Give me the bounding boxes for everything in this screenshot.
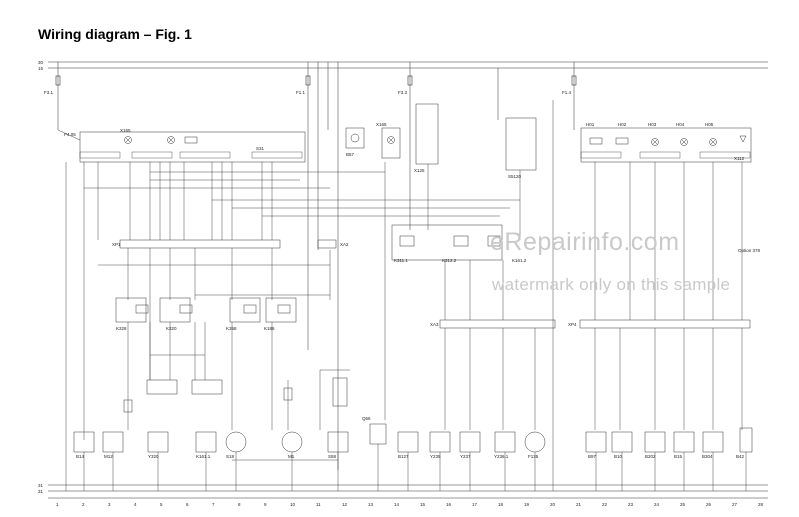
component-label: M1	[288, 454, 295, 459]
component-label: B304	[702, 454, 713, 459]
component-label: X165	[120, 128, 131, 133]
column-number: 7	[212, 502, 215, 507]
component-label: X125	[414, 168, 425, 173]
component-label: B97	[588, 454, 597, 459]
column-number: 2	[82, 502, 85, 507]
watermark-notice: watermark only on this sample	[492, 275, 731, 294]
connector-label: XP4	[568, 322, 577, 327]
component-label: H04	[676, 122, 685, 127]
connector-label: XA3	[430, 322, 439, 327]
column-number: 12	[342, 502, 348, 507]
relay-label: K161.2	[512, 258, 527, 263]
column-number: 25	[680, 502, 686, 507]
component-label: B42	[736, 454, 745, 459]
page-title: Wiring diagram – Fig. 1	[38, 26, 192, 42]
rail-label-31-a: 31	[38, 483, 44, 488]
column-number: 19	[524, 502, 530, 507]
component-label: X165	[376, 122, 387, 127]
rail-label-15: 15	[38, 66, 44, 71]
relay-label: K312.2	[442, 258, 457, 263]
column-number: 21	[576, 502, 582, 507]
column-number: 20	[550, 502, 556, 507]
column-number: 24	[654, 502, 660, 507]
fuse-label: F3.3	[398, 90, 408, 95]
component-label: B127	[398, 454, 409, 459]
top-component-labels: P4.05 X165 S31 B57 X165 X125 S5120 H01 H…	[64, 122, 745, 179]
component-label: F135	[528, 454, 539, 459]
column-number: 4	[134, 502, 137, 507]
fuse-labels: F3.1 F1.1 F3.3 F1.4	[44, 90, 572, 95]
watermark-site: eRepairinfo.com	[490, 228, 680, 256]
column-number: 8	[238, 502, 241, 507]
column-number: 13	[368, 502, 374, 507]
connector-labels: XP1 XA2 XA3 XP4	[112, 242, 577, 327]
column-number: 1	[56, 502, 59, 507]
component-label: Y235	[430, 454, 441, 459]
connector-label: XA2	[340, 242, 349, 247]
relay-labels: K328 K320 K358 K186 K311.1 K312.2 K161.2	[116, 258, 527, 331]
column-number: 9	[264, 502, 267, 507]
column-number: 10	[290, 502, 296, 507]
component-label: Y237	[460, 454, 471, 459]
component-label: H02	[618, 122, 627, 127]
component-label: M12	[104, 454, 113, 459]
rail-label-30: 30	[38, 60, 44, 65]
component-label: Q66	[362, 416, 371, 421]
column-number: 18	[498, 502, 504, 507]
column-number: 22	[602, 502, 608, 507]
component-label: H05	[705, 122, 714, 127]
component-label: S18	[226, 454, 235, 459]
component-label: P4.05	[64, 132, 76, 137]
relay-label: K320	[166, 326, 177, 331]
connector-label: XP1	[112, 242, 121, 247]
component-label: Y320	[148, 454, 159, 459]
bottom-component-labels: B14 M12 Y320 K161.1 S18 M1 S58 Q66 B127 …	[76, 416, 745, 459]
relay-label: K358	[226, 326, 237, 331]
column-number: 16	[446, 502, 452, 507]
column-number: 3	[108, 502, 111, 507]
column-number: 28	[758, 502, 764, 507]
options-note: Option 378	[738, 248, 761, 253]
column-number: 11	[316, 502, 321, 507]
column-number: 6	[186, 502, 189, 507]
column-numbers: 1 2 3 4 5 6 7 8 9 10 11 12 13 14 15 16 1…	[56, 502, 764, 507]
relay-label: K186	[264, 326, 275, 331]
column-number: 5	[160, 502, 163, 507]
relay-label: K328	[116, 326, 127, 331]
column-number: 27	[732, 502, 738, 507]
column-number: 23	[628, 502, 634, 507]
rail-label-31-b: 31	[38, 489, 44, 494]
component-label: B14	[76, 454, 85, 459]
fuse-label: F1.1	[296, 90, 306, 95]
component-label: K161.1	[196, 454, 211, 459]
component-label: B202	[645, 454, 656, 459]
relay-label: K311.1	[394, 258, 408, 263]
column-number: 17	[472, 502, 478, 507]
component-label: Y236.1	[494, 454, 509, 459]
component-label: H01	[586, 122, 595, 127]
fuse-label: F3.1	[44, 90, 54, 95]
component-label: B10	[614, 454, 623, 459]
component-label: B15	[674, 454, 683, 459]
column-number: 14	[394, 502, 400, 507]
component-label: S5120	[508, 174, 522, 179]
fuse-label: F1.4	[562, 90, 572, 95]
component-label: B57	[346, 152, 355, 157]
component-label: X112	[734, 156, 745, 161]
rail-labels: 30 15 31 31	[38, 60, 44, 494]
component-label: S58	[328, 454, 337, 459]
column-number: 15	[420, 502, 426, 507]
component-label: H03	[648, 122, 657, 127]
component-label: S31	[256, 146, 265, 151]
column-number: 26	[706, 502, 712, 507]
